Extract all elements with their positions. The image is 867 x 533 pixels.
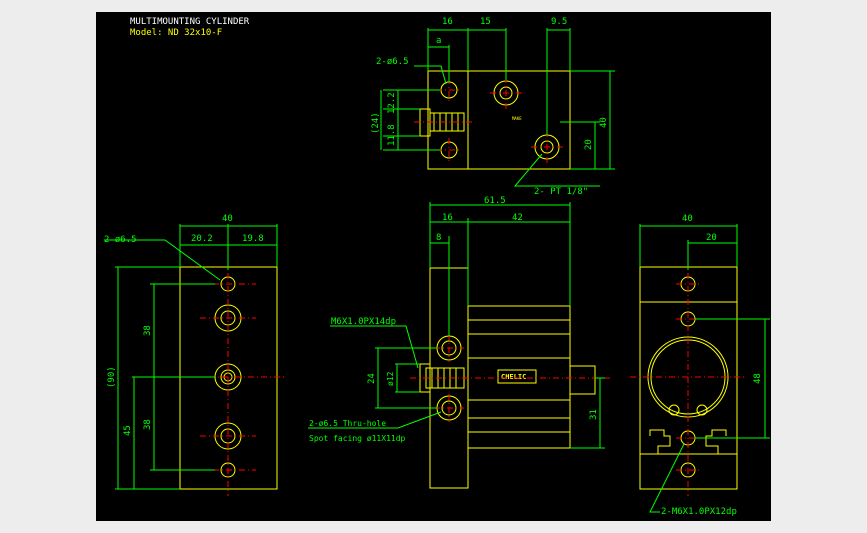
- left-dim-19-8: 19.8: [242, 234, 264, 244]
- left-dim-40: 40: [222, 214, 233, 224]
- right-dim-20: 20: [706, 233, 717, 243]
- left-dim-90: (90): [107, 366, 117, 388]
- title-block: MULTIMOUNTING CYLINDER Model: ND 32x10-F: [130, 17, 250, 38]
- top-port-label: 2- PT 1/8": [534, 187, 588, 197]
- front-spot-label: Spot facing ø11X11dp: [309, 434, 406, 443]
- right-view: 40 20 48 2-M6X1.0PX12dp: [630, 214, 770, 517]
- front-hole-label: 2-ø6.5 Thru-hole: [309, 419, 386, 428]
- front-dim-31: 31: [589, 409, 599, 420]
- top-dim-20: 20: [584, 139, 594, 150]
- title-line1: MULTIMOUNTING CYLINDER: [130, 17, 250, 27]
- front-dim-12: ø12: [386, 371, 395, 386]
- top-dim-40: 40: [599, 117, 609, 128]
- right-dim-40: 40: [682, 214, 693, 224]
- title-line2: Model: ND 32x10-F: [130, 28, 222, 38]
- front-dim-42: 42: [512, 213, 523, 223]
- top-dim-24: (24): [371, 112, 381, 134]
- top-dim-a: a: [436, 36, 441, 46]
- top-dim-15: 15: [480, 17, 491, 27]
- front-dim-16: 16: [442, 213, 453, 223]
- top-body: [427, 70, 571, 170]
- left-dim-38a: 38: [143, 325, 153, 336]
- top-dim-16: 16: [442, 17, 453, 27]
- left-dim-20-2: 20.2: [191, 234, 213, 244]
- cad-drawing: MULTIMOUNTING CYLINDER Model: ND 32x10-F…: [104, 17, 770, 517]
- front-dim-61-5: 61.5: [484, 196, 506, 206]
- top-hole-label: 2-ø6.5: [376, 57, 409, 67]
- left-dim-45: 45: [123, 425, 133, 436]
- top-body-mark: MAKE: [512, 116, 522, 121]
- right-dim-48: 48: [753, 373, 763, 384]
- front-view: CHELIC 61.5: [308, 196, 610, 489]
- front-thread-label: M6X1.0PX14dp: [331, 317, 396, 327]
- top-dim-9-5: 9.5: [551, 17, 567, 27]
- cad-viewport[interactable]: MULTIMOUNTING CYLINDER Model: ND 32x10-F…: [96, 12, 771, 521]
- front-dim-8: 8: [436, 233, 441, 243]
- front-brand: CHELIC: [501, 373, 526, 381]
- top-dim-11-8: 11.8: [387, 124, 397, 146]
- front-dim-24: 24: [367, 373, 377, 384]
- top-view: MAKE: [371, 17, 615, 197]
- left-hole-label: 2-ø6.5: [104, 235, 137, 245]
- left-view: 40 20.2 19.8 2-ø6.5 (90) 38 45 38: [104, 214, 287, 496]
- left-dim-38b: 38: [143, 419, 153, 430]
- top-dim-12-2: 12.2: [387, 92, 397, 114]
- right-tap-label: 2-M6X1.0PX12dp: [661, 507, 737, 517]
